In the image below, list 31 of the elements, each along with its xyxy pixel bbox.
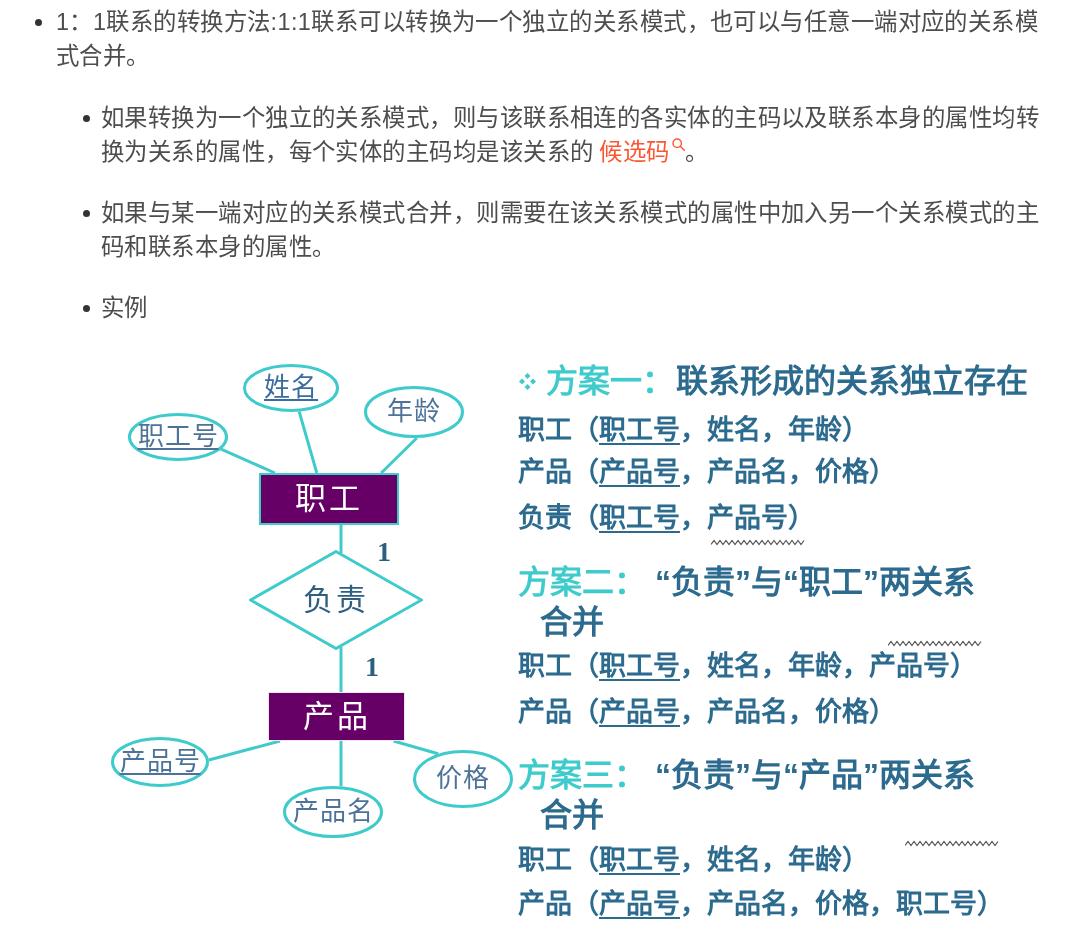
connector-line: [339, 525, 343, 553]
entity-box: 产品: [268, 692, 405, 741]
list-item-text: 如果转换为一个独立的关系模式，则与该联系相连的各实体的主码以及联系本身的属性均转换为关系的属性，每个实体的主码均是该关系的候选码。: [101, 104, 1039, 167]
heading-text: 方案一：联系形成的关系独立存在: [546, 362, 1028, 401]
schema-text: 职工（职工号，姓名，年龄）: [518, 414, 869, 447]
connector-line: [393, 739, 439, 756]
schema-text: 产品（产品号，产品名，价格，职工号）: [518, 888, 1004, 921]
schema-text: 产品（产品号，产品名，价格）: [518, 696, 896, 729]
entity-box: 职工: [259, 473, 399, 525]
heading-text: 方案三： “负责”与“产品”两关系合并: [518, 756, 975, 835]
connector-line: [339, 647, 343, 692]
connector-line: [380, 436, 418, 475]
attribute-ellipse: 职工号: [128, 413, 228, 461]
schema-text: 产品（产品号，产品名，价格）: [518, 456, 896, 489]
keyword-link: 候选码: [599, 139, 685, 165]
connector-line: [208, 739, 281, 762]
connector-line: [297, 411, 319, 474]
schema-text: 职工（职工号，姓名，年龄）: [518, 844, 869, 877]
heading-text: 方案二： “负责”与“职工”两关系合并: [518, 563, 975, 642]
connector-line: [220, 447, 276, 475]
attribute-ellipse: 产品号: [111, 737, 209, 787]
attribute-ellipse: 年龄: [364, 386, 464, 438]
list-item-text: 实例: [101, 294, 148, 323]
connector-line: [339, 741, 343, 787]
list-item-text: 如果与某一端对应的关系模式合并，则需要在该关系模式的属性中加入另一个关系模式的主码和联系本身的属性。: [101, 199, 1039, 262]
attribute-ellipse: 价格: [413, 750, 513, 808]
schema-text: 负责（职工号，产品号）: [518, 502, 815, 535]
list-item-text: 1：1联系的转换方法:1:1联系可以转换为一个独立的关系模式，也可以与任意一端对应的关系模式合并。: [56, 8, 1039, 71]
attribute-ellipse: 姓名: [243, 364, 339, 412]
attribute-ellipse: 产品名: [283, 786, 383, 838]
schema-text: 职工（职工号，姓名，年龄，产品号）: [518, 650, 977, 683]
